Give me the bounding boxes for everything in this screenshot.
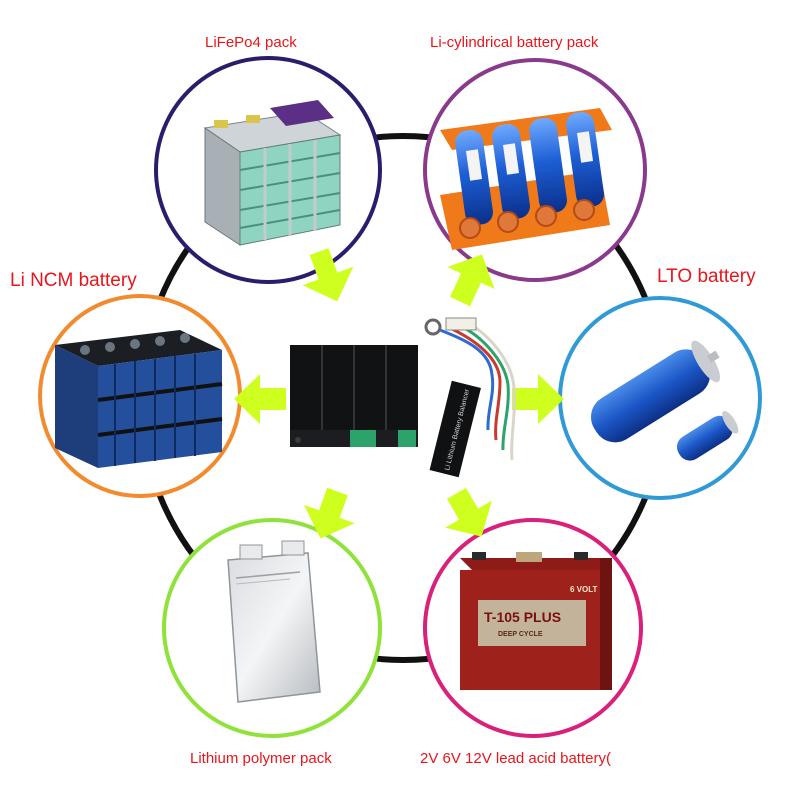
lead-acid-voltage: 6 VOLT	[570, 585, 598, 594]
ncm-battery-image	[55, 330, 223, 468]
arrow-to-cylindrical	[447, 254, 495, 307]
arrow-to-ncm	[234, 374, 286, 424]
balancer-board-image	[290, 345, 418, 447]
cylindrical-node	[423, 58, 647, 282]
lead-acid-brand: T-105 PLUS	[484, 609, 561, 625]
arrow-to-lto	[512, 374, 564, 424]
cylindrical-pack-image	[440, 108, 612, 250]
arrow-to-lifepo4	[302, 248, 354, 302]
lifepo4-pack-image	[203, 100, 342, 246]
label-lithium-polymer-pack: Lithium polymer pack	[190, 750, 332, 767]
lead-acid-subtitle: DEEP CYCLE	[498, 631, 543, 638]
label-lead-acid-battery: 2V 6V 12V lead acid battery(	[420, 750, 611, 767]
label-ncm-battery: Li NCM battery	[10, 270, 137, 291]
lto-cells-image	[591, 340, 739, 461]
lead-acid-node: 6 VOLT T-105 PLUS DEEP CYCLE	[423, 518, 643, 738]
ncm-node	[38, 294, 242, 498]
lead-acid-battery-image: 6 VOLT T-105 PLUS DEEP CYCLE	[460, 552, 612, 690]
lifepo4-node	[154, 56, 382, 284]
wired-balancer-module-image: Li Lithium Battery Balancer	[424, 317, 516, 478]
arrow-to-lead-acid	[445, 487, 492, 537]
label-cylindrical-pack: Li-cylindrical battery pack	[430, 34, 599, 51]
arrow-to-polymer	[303, 487, 355, 539]
label-lifepo4-pack: LiFePo4 pack	[205, 34, 297, 51]
lto-node	[558, 296, 762, 500]
label-lto-battery: LTO battery	[657, 266, 756, 287]
polymer-pouch-image	[227, 540, 321, 703]
polymer-node	[162, 518, 382, 738]
